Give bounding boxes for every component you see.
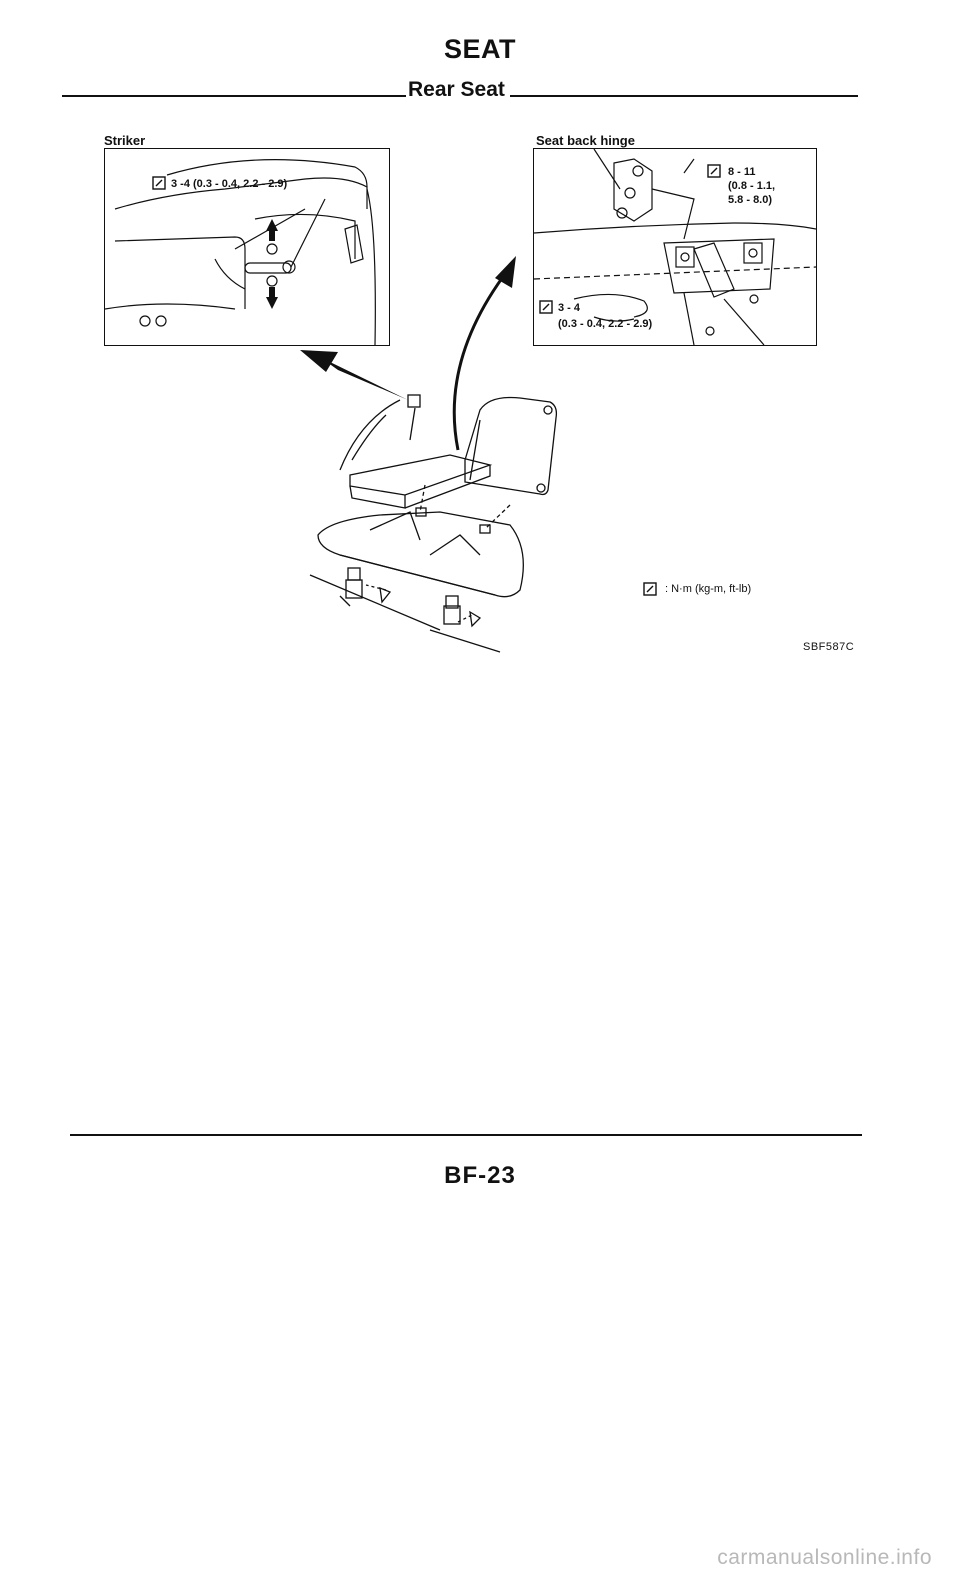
page-number: BF-23 bbox=[444, 1162, 516, 1189]
rear-seat-exploded-illustration bbox=[300, 256, 558, 653]
striker-caption: Striker bbox=[104, 133, 146, 148]
figure-code: SBF587C bbox=[803, 641, 855, 653]
torque-unit-legend: : N·m (kg-m, ft-lb) bbox=[643, 582, 751, 596]
striker-detail-panel: 3 -4 (0.3 - 0.4, 2.2 - 2.9) bbox=[104, 148, 390, 346]
hinge-upper-torque: 8 - 11 (0.8 - 1.1, 5.8 - 8.0) bbox=[728, 166, 778, 206]
seat-back-hinge-illustration: 8 - 11 (0.8 - 1.1, 5.8 - 8.0) 3 - 4 (0.3… bbox=[534, 149, 816, 345]
footer-rule bbox=[70, 1134, 862, 1136]
page-title: SEAT bbox=[443, 34, 516, 64]
torque-wrench-icon bbox=[539, 300, 553, 314]
seat-back-hinge-panel: 8 - 11 (0.8 - 1.1, 5.8 - 8.0) 3 - 4 (0.3… bbox=[533, 148, 817, 346]
torque-wrench-icon bbox=[707, 164, 721, 178]
legend-unit-text: : N·m (kg-m, ft-lb) bbox=[665, 583, 752, 595]
section-header: Rear Seat bbox=[62, 78, 858, 102]
striker-torque-value: 3 -4 (0.3 - 0.4, 2.2 - 2.9) bbox=[171, 178, 288, 190]
watermark-text: carmanualsonline.info bbox=[717, 1546, 932, 1569]
hinge-lower-torque: 3 - 4 (0.3 - 0.4, 2.2 - 2.9) bbox=[558, 302, 652, 330]
section-rule-left bbox=[62, 95, 406, 97]
torque-wrench-icon bbox=[152, 176, 166, 190]
hinge-caption: Seat back hinge bbox=[536, 133, 635, 148]
section-title: Rear Seat bbox=[406, 78, 507, 102]
section-rule-right bbox=[510, 95, 858, 97]
striker-illustration: 3 -4 (0.3 - 0.4, 2.2 - 2.9) bbox=[105, 159, 376, 345]
torque-wrench-icon bbox=[643, 582, 657, 596]
